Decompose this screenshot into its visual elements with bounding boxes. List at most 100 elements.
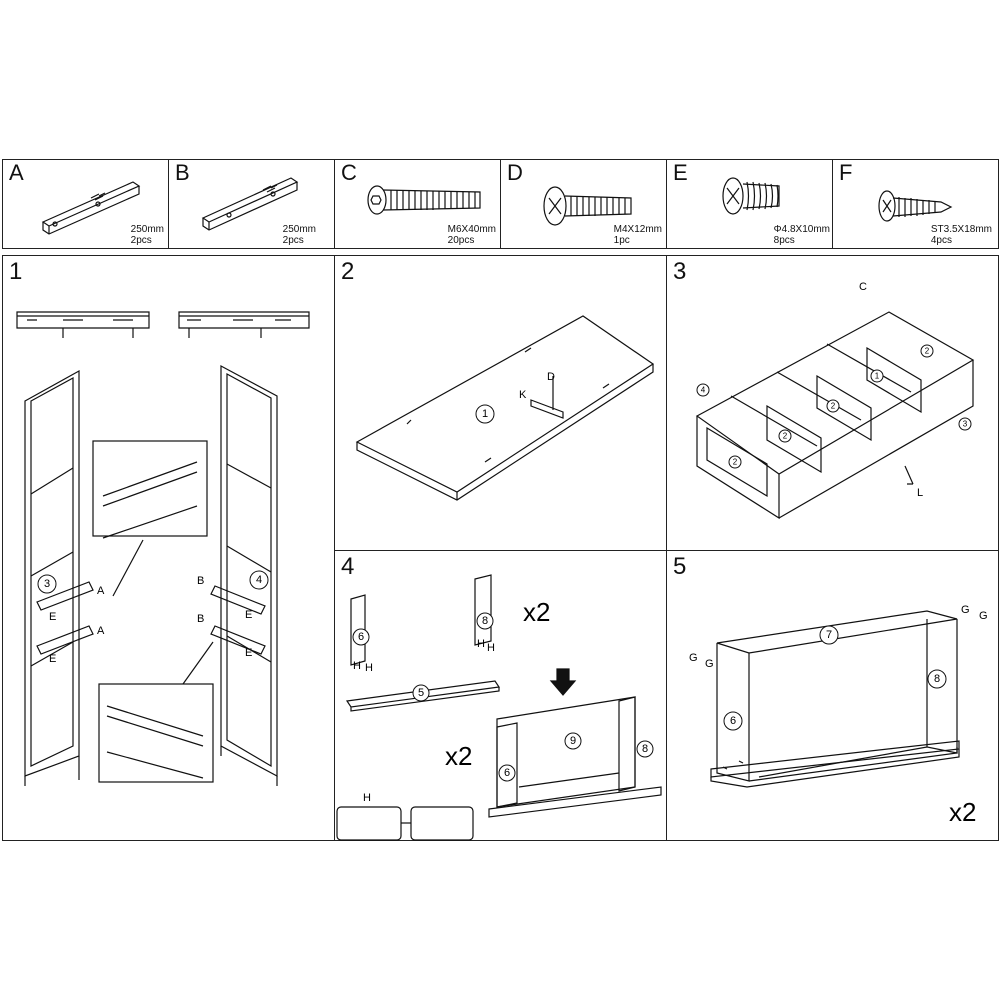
callout-4-label: 4 <box>701 386 706 395</box>
part-spec: ST3.5X18mm 4pcs <box>931 224 992 246</box>
callout-9-label: 9 <box>570 735 576 747</box>
tapping-screw-icon <box>878 190 953 222</box>
label-b-upper: B <box>197 575 204 587</box>
part-callout-6-lower <box>498 764 516 782</box>
callout-8-label-upper: 8 <box>482 615 488 627</box>
part-callout-6-upper <box>352 628 370 646</box>
part-callout-7 <box>819 625 839 645</box>
frame-assembly-drawing: 1 2 2 2 2 3 4 C L <box>695 281 975 520</box>
callout-3-label: 3 <box>963 420 968 429</box>
label-h-right-1: H <box>477 638 485 650</box>
part-size: 250mm <box>282 224 316 235</box>
label-h-left-1: H <box>353 660 361 672</box>
part-callout-4 <box>696 383 710 397</box>
part-letter: E <box>673 160 688 185</box>
callout-7-label: 7 <box>826 629 832 641</box>
part-callout-8 <box>927 669 947 689</box>
label-h-detail: H <box>363 792 371 804</box>
part-qty: 1pc <box>613 235 630 246</box>
part-callout-6 <box>723 711 743 731</box>
step-number: 3 <box>673 258 687 285</box>
label-h-right-2: H <box>487 642 495 654</box>
label-a-lower: A <box>97 625 105 637</box>
label-g-left-1: G <box>689 652 698 664</box>
hex-bolt-icon <box>367 185 481 215</box>
callout-8-label-lower: 8 <box>642 743 648 755</box>
part-callout-1 <box>870 369 884 383</box>
drawer-slide-left-icon <box>41 181 141 235</box>
callout-2-label-b: 2 <box>831 402 836 411</box>
part-letter: C <box>341 160 357 185</box>
part-callout-2-c <box>778 429 792 443</box>
label-e-right-upper: E <box>245 609 252 621</box>
part-spec: Φ4.8X10mm 8pcs <box>774 224 830 246</box>
callout-2-label-d: 2 <box>733 458 738 467</box>
callout-6-label: 6 <box>730 715 736 727</box>
part-qty: 8pcs <box>773 235 795 246</box>
part-qty: 2pcs <box>130 235 152 246</box>
part-a-cell: A 250mm 2pcs <box>2 159 169 249</box>
part-callout-8-lower <box>636 740 654 758</box>
multiplier-lower: x2 <box>445 741 472 771</box>
part-callout-9 <box>564 732 582 750</box>
callout-8-label: 8 <box>934 673 940 685</box>
callout-6-label-upper: 6 <box>358 631 364 643</box>
part-size: Φ4.8X10mm <box>773 224 830 235</box>
part-size: M4X12mm <box>613 224 662 235</box>
step-2-panel: 2 1 K D <box>334 255 667 551</box>
step-1-panel: 1 <box>2 255 335 841</box>
part-d-cell: D M4X12mm 1pc <box>500 159 667 249</box>
multiplier-upper: x2 <box>523 597 550 627</box>
frame-side-assembly-drawing: 3 4 A A E E B B E E <box>16 311 310 786</box>
label-e-right-lower: E <box>245 647 252 659</box>
part-qty: 4pcs <box>930 235 952 246</box>
part-letter: F <box>839 160 853 185</box>
label-l: L <box>917 487 923 499</box>
part-qty: 2pcs <box>282 235 304 246</box>
step-5-panel: 5 7 6 8 G G G G x2 <box>666 550 999 841</box>
part-callout-2-a <box>920 344 934 358</box>
part-spec: 250mm 2pcs <box>283 224 316 246</box>
part-callout-2-d <box>728 455 742 469</box>
part-callout-4 <box>249 570 269 590</box>
callout-6-label-lower: 6 <box>504 767 510 779</box>
cabinet-assembly-drawing: 7 6 8 G G G G x2 <box>689 604 988 827</box>
label-e-left-upper: E <box>49 611 56 623</box>
callout-3-label: 3 <box>44 578 50 590</box>
phillips-screw-icon <box>543 186 632 226</box>
short-screw-icon <box>722 177 780 215</box>
part-callout-1 <box>475 404 495 424</box>
step-3-panel: 3 1 2 2 2 2 3 4 C L <box>666 255 999 551</box>
panel-screw-drawing: 1 K D <box>355 315 655 501</box>
label-b-lower: B <box>197 613 204 625</box>
label-g-right-1: G <box>961 604 970 616</box>
label-c: C <box>859 281 867 293</box>
multiplier: x2 <box>949 797 976 827</box>
label-k: K <box>519 389 527 401</box>
part-callout-2-b <box>826 399 840 413</box>
part-spec: 250mm 2pcs <box>131 224 164 246</box>
part-spec: M4X12mm 1pc <box>614 224 662 246</box>
label-g-right-2: G <box>979 610 988 622</box>
step-number: 4 <box>341 553 355 580</box>
part-spec: M6X40mm 20pcs <box>448 224 496 246</box>
part-callout-5 <box>412 684 430 702</box>
part-b-cell: B 250mm 2pcs <box>168 159 335 249</box>
step-4-panel: 4 6 5 8 <box>334 550 667 841</box>
part-callout-8-upper <box>476 612 494 630</box>
part-f-cell: F ST3.5X18mm 4pcs <box>832 159 999 249</box>
part-size: ST3.5X18mm <box>930 224 992 235</box>
part-letter: A <box>9 160 24 185</box>
part-callout-3 <box>958 417 972 431</box>
part-letter: B <box>175 160 190 185</box>
label-h-left-2: H <box>365 662 373 674</box>
label-e-left-lower: E <box>49 653 56 665</box>
step-number: 2 <box>341 258 355 285</box>
callout-5-label: 5 <box>418 687 424 699</box>
callout-2-label-a: 2 <box>925 347 930 356</box>
step-number: 5 <box>673 553 687 580</box>
part-size: 250mm <box>130 224 164 235</box>
callout-4-label: 4 <box>256 574 262 586</box>
callout-1-label: 1 <box>875 372 880 381</box>
part-e-cell: E Φ4.8X10mm 8pcs <box>666 159 833 249</box>
